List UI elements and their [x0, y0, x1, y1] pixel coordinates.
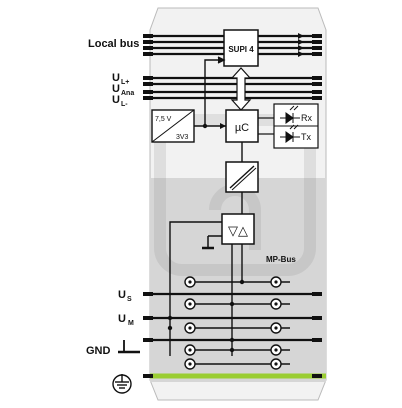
- svg-text:U: U: [112, 83, 120, 95]
- ul-plus-label: U L+: [112, 72, 129, 86]
- bus-driver-block: ▽△: [221, 213, 255, 245]
- supi-label: SUPI 4: [228, 45, 254, 54]
- led-tx-icon: [280, 124, 300, 143]
- module-housing: [149, 7, 327, 401]
- lower-zone: [150, 178, 326, 382]
- pe-rail-terminals: [143, 374, 322, 378]
- svg-text:Ana: Ana: [121, 90, 134, 97]
- ul-minus-label: U L-: [112, 94, 128, 108]
- gnd-label: GND: [86, 345, 111, 357]
- busbar-terminals: [143, 292, 322, 343]
- supi-feed-line: [204, 56, 226, 126]
- microcontroller-block: µC: [225, 109, 259, 143]
- junction-dot: [202, 123, 208, 129]
- local-bus-lines: [144, 34, 318, 56]
- supi-block: SUPI 4: [223, 29, 259, 67]
- driver-symbol: ▽△: [228, 223, 248, 238]
- led-panel: Rx Tx: [258, 103, 319, 149]
- local-bus-terminals-left: [143, 34, 153, 56]
- local-bus-label: Local bus: [88, 38, 139, 50]
- led-rx-icon: [280, 105, 300, 124]
- uana-label: U Ana: [112, 83, 134, 97]
- svg-text:U: U: [112, 94, 120, 106]
- dc-dc-converter-icon: 7,5 V 3V3: [151, 109, 195, 143]
- protective-earth-icon: [112, 374, 132, 394]
- svg-text:S: S: [127, 296, 132, 303]
- uc-label: µC: [235, 122, 249, 134]
- field-row-dots: [167, 279, 278, 366]
- ground-symbol-icon: [202, 235, 222, 250]
- svg-text:U: U: [118, 313, 126, 325]
- rx-label: Rx: [301, 113, 312, 123]
- converter-input-label: 7,5 V: [155, 116, 172, 123]
- converter-arrow: [220, 123, 226, 129]
- svg-text:U: U: [112, 72, 120, 84]
- converter-output-label: 3V3: [176, 134, 189, 141]
- gnd-symbol-icon: [118, 340, 140, 354]
- svg-text:M: M: [128, 320, 134, 327]
- um-label: U M: [118, 313, 134, 327]
- svg-text:L+: L+: [121, 79, 129, 86]
- driver-bus-wires: [169, 221, 243, 356]
- supply-rail-terminals: [143, 76, 322, 100]
- svg-text:L-: L-: [121, 101, 128, 108]
- svg-text:U: U: [118, 289, 126, 301]
- mp-bus-label: MP-Bus: [266, 255, 296, 264]
- tx-label: Tx: [301, 132, 311, 142]
- us-label: U S: [118, 289, 132, 303]
- isolator-icon: [225, 161, 259, 193]
- local-bus-arrows-right: [298, 33, 322, 57]
